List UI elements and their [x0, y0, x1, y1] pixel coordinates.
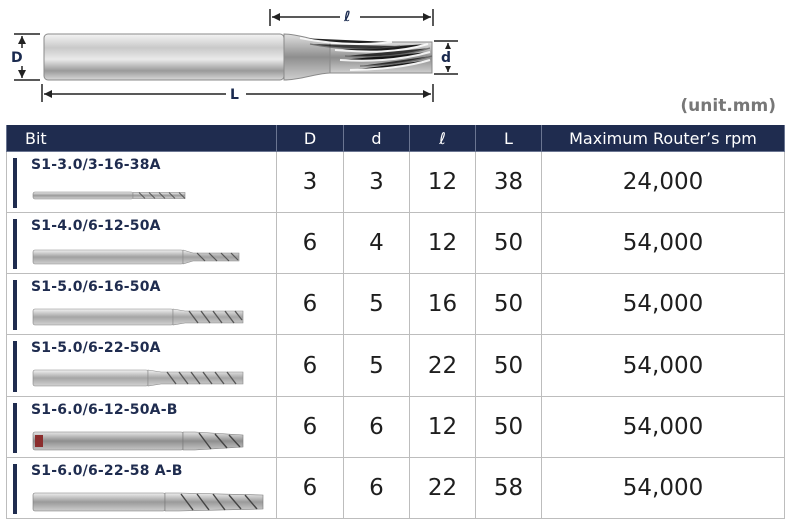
cell-D: 6: [276, 456, 344, 520]
header-bit: Bit: [6, 125, 277, 152]
bit-cell: S1-6.0/6-12-50A-B: [6, 395, 277, 458]
unit-note: (unit.mm): [680, 96, 776, 116]
cell-d: 4: [343, 212, 410, 275]
table-row: S1-5.0/6-22-50A 6 5 22 50 54,000: [6, 334, 785, 397]
accent-bar: [13, 402, 17, 453]
end-mill-schematic: [14, 9, 458, 102]
accent-bar: [13, 280, 17, 331]
table-row: S1-6.0/6-22-58 A-B 6 6 22 58 54,000: [6, 456, 785, 520]
label-overall-length: L: [230, 87, 239, 103]
cell-rpm: 54,000: [541, 395, 785, 458]
cell-rpm: 54,000: [541, 334, 785, 397]
cell-d: 5: [343, 273, 410, 336]
label-shank-diameter: D: [11, 50, 23, 66]
cell-l: 16: [409, 273, 476, 336]
bit-code: S1-4.0/6-12-50A: [31, 218, 161, 235]
bit-photo: [32, 308, 244, 326]
table-row: S1-6.0/6-12-50A-B 6 6 12 50 54,000: [6, 395, 785, 458]
cell-d: 3: [343, 150, 410, 214]
label-flute-length: ℓ: [344, 9, 351, 25]
cell-rpm: 54,000: [541, 456, 785, 520]
cell-L: 50: [475, 212, 542, 275]
cell-l: 12: [409, 150, 476, 214]
label-cutting-diameter: d: [441, 50, 452, 66]
header-l: ℓ: [409, 125, 476, 152]
dimension-diagram: ℓ D d L: [0, 0, 470, 110]
header-L: L: [475, 125, 542, 152]
bit-cell: S1-6.0/6-22-58 A-B: [6, 456, 277, 520]
bit-code: S1-6.0/6-12-50A-B: [31, 401, 178, 418]
flute-length-dimension: [269, 9, 434, 26]
cell-L: 50: [475, 334, 542, 397]
cell-l: 22: [409, 456, 476, 520]
cell-d: 6: [343, 456, 410, 520]
bit-code: S1-6.0/6-22-58 A-B: [31, 462, 183, 479]
accent-bar: [13, 463, 17, 514]
shank-shape: [43, 33, 285, 81]
table-header-row: Bit D d ℓ L Maximum Router’s rpm: [6, 125, 785, 152]
header-rpm: Maximum Router’s rpm: [541, 125, 785, 152]
accent-bar: [13, 158, 17, 209]
cell-D: 6: [276, 212, 344, 275]
accent-bar: [13, 341, 17, 392]
cell-D: 6: [276, 395, 344, 458]
cutting-diameter-dimension: [434, 40, 458, 75]
spec-table: Bit D d ℓ L Maximum Router’s rpm S1-3.0/…: [6, 125, 785, 520]
bit-cell: S1-3.0/3-16-38A: [6, 150, 277, 214]
bit-cell: S1-4.0/6-12-50A: [6, 212, 277, 275]
cell-D: 6: [276, 273, 344, 336]
cell-rpm: 54,000: [541, 273, 785, 336]
bit-code: S1-5.0/6-22-50A: [31, 340, 161, 357]
cell-rpm: 54,000: [541, 212, 785, 275]
bit-photo: [32, 191, 186, 200]
table-row: S1-3.0/3-16-38A 3 3 12 38 24,000: [6, 150, 785, 214]
cell-l: 12: [409, 212, 476, 275]
cell-L: 50: [475, 395, 542, 458]
cell-rpm: 24,000: [541, 150, 785, 214]
bit-cell: S1-5.0/6-22-50A: [6, 334, 277, 397]
bit-photo: [32, 492, 264, 512]
header-d: d: [343, 125, 410, 152]
bit-code: S1-3.0/3-16-38A: [31, 157, 161, 173]
bit-photo: [32, 249, 240, 265]
bit-cell: S1-5.0/6-16-50A: [6, 273, 277, 336]
cell-L: 58: [475, 456, 542, 520]
cell-D: 6: [276, 334, 344, 397]
cell-d: 5: [343, 334, 410, 397]
accent-bar: [13, 219, 17, 270]
overall-length-dimension: [41, 84, 434, 102]
header-D: D: [276, 125, 344, 152]
cell-l: 12: [409, 395, 476, 458]
bit-photo: [32, 370, 244, 387]
cell-L: 38: [475, 150, 542, 214]
bit-code: S1-5.0/6-16-50A: [31, 279, 161, 296]
cell-D: 3: [276, 150, 344, 214]
shank-diameter-dimension: [14, 33, 40, 81]
table-row: S1-5.0/6-16-50A 6 5 16 50 54,000: [6, 273, 785, 336]
cell-l: 22: [409, 334, 476, 397]
cell-L: 50: [475, 273, 542, 336]
table-row: S1-4.0/6-12-50A 6 4 12 50 54,000: [6, 212, 785, 275]
bit-photo: [32, 431, 244, 450]
cell-d: 6: [343, 395, 410, 458]
